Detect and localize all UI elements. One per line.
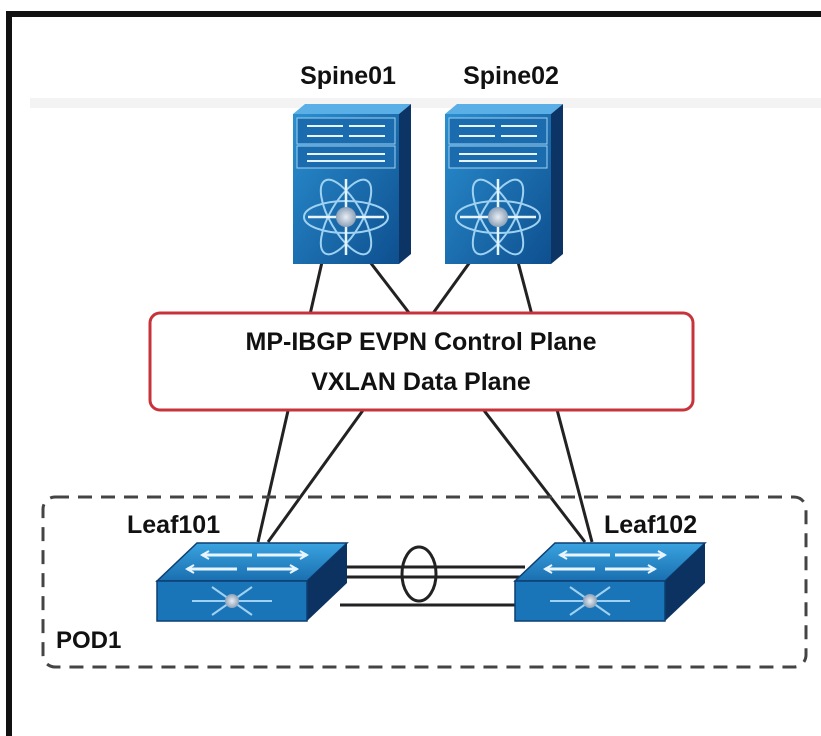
leaf101-label: Leaf101 — [127, 511, 220, 539]
port-channel-ellipse — [400, 545, 438, 603]
spine02-switch-icon — [445, 104, 563, 264]
leaf101-switch-icon — [155, 542, 349, 622]
spine02-label: Spine02 — [463, 62, 559, 90]
fabric-control-plane-box: MP-IBGP EVPN Control Plane VXLAN Data Pl… — [148, 311, 695, 412]
fabric-data-plane-label: VXLAN Data Plane — [311, 368, 531, 396]
leaf102-label: Leaf102 — [604, 511, 697, 539]
pod1-label: POD1 — [56, 627, 121, 654]
leaf102-switch-icon — [513, 542, 707, 622]
fabric-control-plane-label: MP-IBGP EVPN Control Plane — [246, 328, 597, 356]
pod1-boundary — [41, 495, 808, 669]
leaf-peer-links — [340, 565, 525, 607]
spine01-label: Spine01 — [300, 62, 396, 90]
outer-frame — [6, 11, 821, 736]
spine01-switch-icon — [293, 104, 411, 264]
